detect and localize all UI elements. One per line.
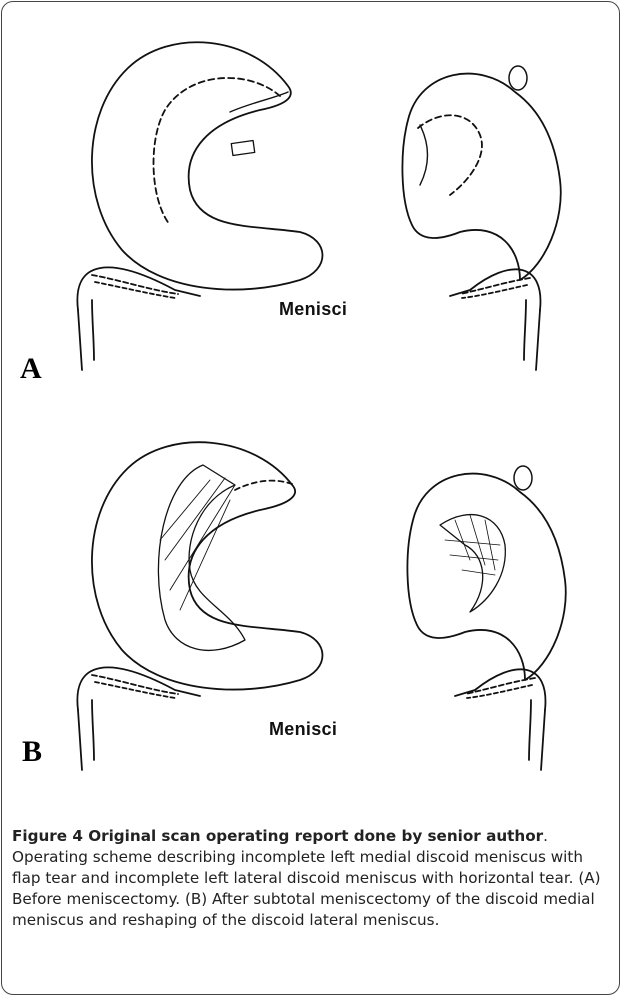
caption-title: Figure 4 Original scan operating report … <box>12 827 543 845</box>
panel-b-lateral-meniscus <box>407 466 565 680</box>
panel-a-lateral-meniscus <box>402 66 560 280</box>
panel-b-letter: B <box>22 735 42 769</box>
panel-a-letter: A <box>20 352 42 386</box>
figure-caption: Figure 4 Original scan operating report … <box>12 826 612 931</box>
panel-b-menisci-label: Menisci <box>269 719 337 740</box>
caption-text: Operating scheme describing incomplete l… <box>12 848 601 929</box>
panel-a-tibia-right <box>450 269 540 370</box>
caption-title-period: . <box>543 827 548 845</box>
panel-a-medial-meniscus <box>92 42 323 289</box>
panel-b-tibia-right <box>455 669 545 770</box>
panel-b-medial-meniscus <box>92 442 323 689</box>
panel-a-menisci-label: Menisci <box>279 299 347 320</box>
